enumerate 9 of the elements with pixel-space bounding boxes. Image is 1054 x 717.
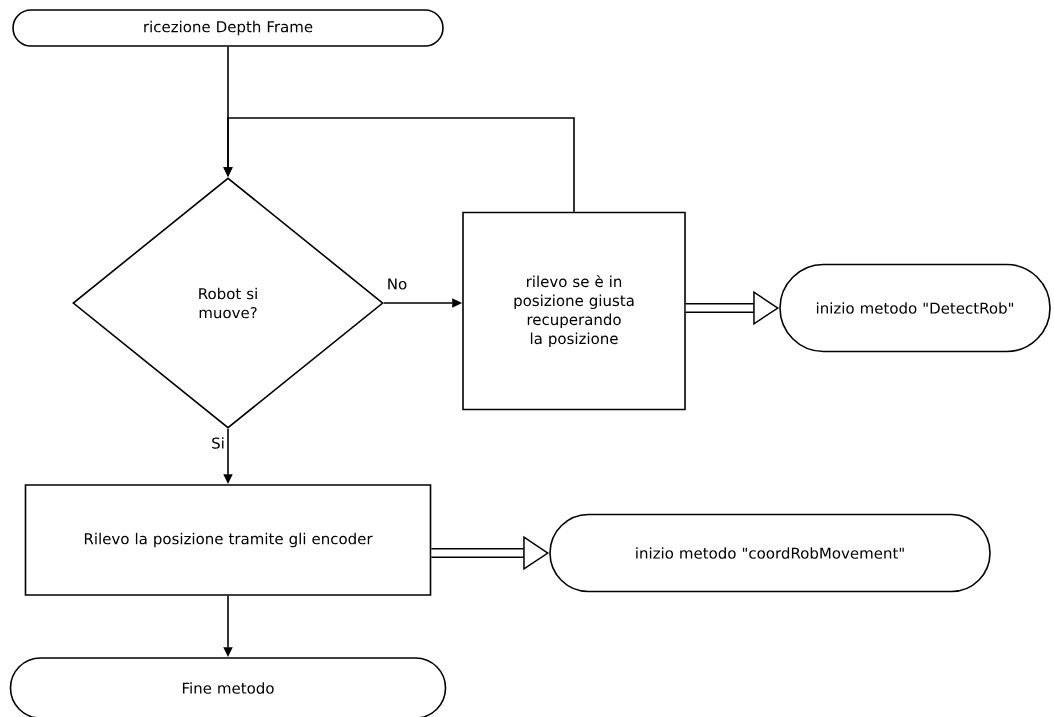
edge-label: No [385,277,409,291]
arrow [223,117,575,213]
end-terminal: inizio metodo "DetectRob" [779,263,1051,353]
end-terminal: inizio metodo "coordRobMovement" [549,513,991,593]
process-box: rilevo se è in posizione giusta recuperando la posizione [462,211,686,411]
end-terminal: Fine metodo [9,657,447,717]
edge-label: Si [210,436,226,450]
process-box: Rilevo la posizione tramite gli encoder [24,484,432,596]
start-terminal: ricezione Depth Frame [12,9,444,47]
